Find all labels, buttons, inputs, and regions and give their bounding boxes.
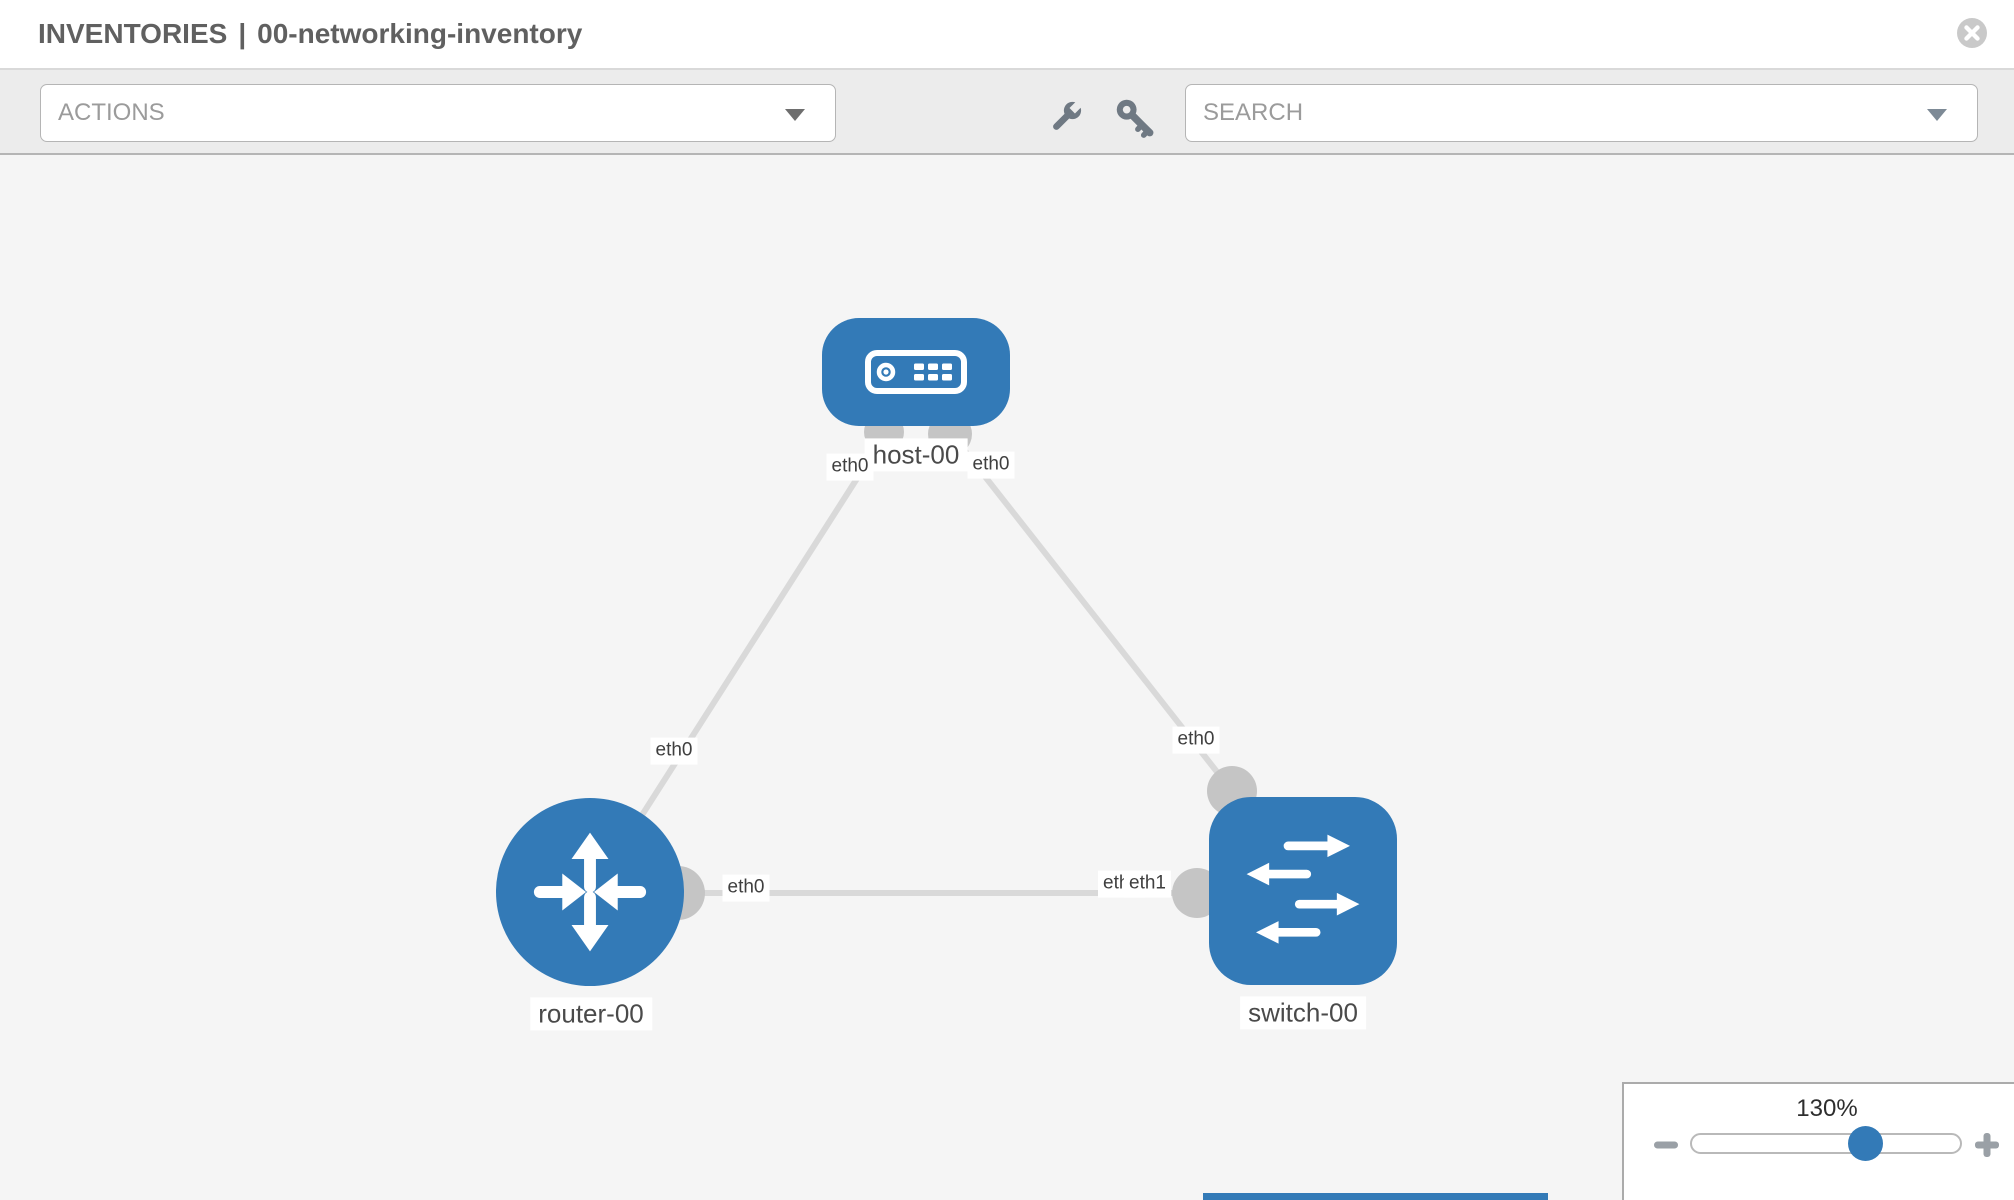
zoom-panel: 130% [1622, 1082, 2014, 1200]
topology-canvas[interactable]: host-00 router-00 switch-00 eth0 eth0 et… [0, 155, 2014, 1200]
page-title-separator: | [238, 18, 247, 49]
zoom-level-value: 130% [1796, 1095, 1858, 1122]
page-title-section: INVENTORIES [38, 18, 228, 49]
page-title: INVENTORIES | 00-networking-inventory [38, 0, 582, 70]
interface-label: eth0 [967, 451, 1015, 479]
bottom-edge-blue-strip [1203, 1193, 1548, 1200]
wrench-icon [1053, 98, 1085, 130]
interface-label: eth0 [722, 874, 770, 902]
router-icon [533, 832, 647, 952]
link-host-router[interactable] [595, 428, 891, 886]
zoom-out-button[interactable] [1652, 1131, 1680, 1159]
search-dropdown-label: SEARCH [1203, 99, 1304, 126]
zoom-slider-thumb[interactable] [1848, 1126, 1883, 1161]
interface-label: eth0 [1172, 726, 1220, 754]
interface-label: eth0 [826, 453, 874, 481]
header-bar: INVENTORIES | 00-networking-inventory [0, 0, 2014, 70]
node-host-00[interactable] [822, 318, 1010, 426]
node-router-00[interactable] [496, 798, 684, 986]
chevron-down-icon [1927, 109, 1947, 121]
node-label-host: host-00 [864, 438, 968, 472]
interface-label: eth0 [650, 737, 698, 765]
minus-icon [1654, 1141, 1678, 1149]
close-button[interactable] [1956, 17, 1988, 49]
topology-wires [595, 412, 1257, 920]
host-icon [865, 350, 967, 394]
zoom-in-button[interactable] [1973, 1131, 2001, 1159]
node-label-switch: switch-00 [1240, 996, 1366, 1030]
plus-icon [1975, 1133, 1999, 1157]
actions-dropdown[interactable]: ACTIONS [40, 84, 836, 142]
zoom-slider[interactable] [1690, 1126, 1962, 1161]
page-title-inventory-name: 00-networking-inventory [257, 18, 583, 49]
interface-label: eth1 [1124, 870, 1171, 898]
toolbar: ACTIONS SEARCH [0, 70, 2014, 155]
configure-button[interactable] [1044, 95, 1088, 139]
switch-icon [1246, 834, 1360, 944]
key-icon [1116, 99, 1154, 138]
chevron-down-icon [785, 109, 805, 121]
actions-dropdown-label: ACTIONS [58, 99, 165, 126]
node-label-router: router-00 [530, 997, 652, 1031]
search-dropdown[interactable]: SEARCH [1185, 84, 1978, 142]
node-switch-00[interactable] [1209, 797, 1397, 985]
credentials-button[interactable] [1112, 95, 1156, 139]
